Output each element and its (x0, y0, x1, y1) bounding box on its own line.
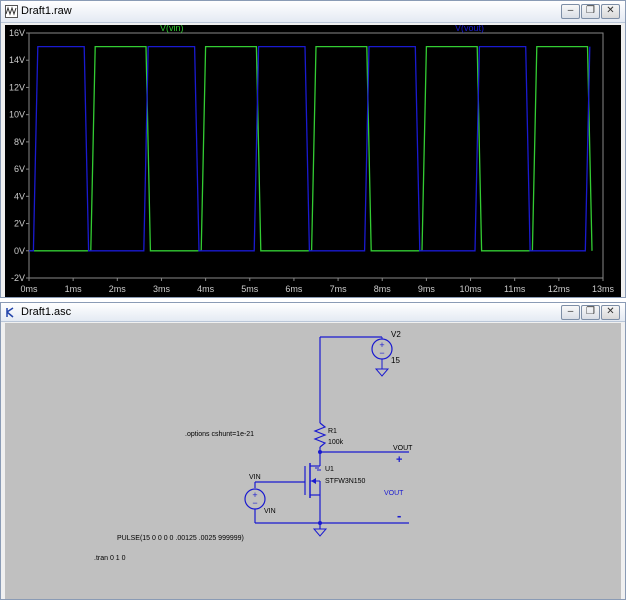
legend-vout[interactable]: V(vout) (455, 23, 484, 33)
restore-button[interactable]: ❐ (581, 305, 600, 320)
close-button[interactable]: ✕ (601, 305, 620, 320)
y-tick-label: -2V (11, 273, 25, 283)
pulse-spec[interactable]: PULSE(15 0 0 0 0 .00125 .0025 999999) (117, 535, 244, 542)
vout-net-label: VOUT (393, 445, 413, 452)
legend-vin[interactable]: V(vin) (160, 23, 184, 33)
vin-gate-label: VIN (249, 474, 261, 481)
waveform-app-icon (5, 5, 18, 18)
y-tick-label: 0V (14, 246, 25, 256)
x-tick-label: 11ms (504, 284, 526, 294)
waveform-window-title: Draft1.raw (21, 5, 72, 17)
y-tick-label: 4V (14, 191, 25, 201)
schematic-drawing[interactable]: + − V2 15 R1 100k VOUT + VOUT (5, 323, 621, 599)
x-tick-label: 8ms (374, 284, 392, 294)
series-line-vin[interactable] (29, 45, 593, 252)
schematic-window-title: Draft1.asc (21, 306, 72, 318)
y-tick-label: 14V (9, 55, 25, 65)
y-tick-label: 12V (9, 82, 25, 92)
x-tick-label: 9ms (418, 284, 436, 294)
minimize-button[interactable]: – (561, 4, 580, 19)
v2-label: V2 (391, 330, 401, 339)
v2-value: 15 (391, 356, 400, 365)
x-tick-label: 4ms (197, 284, 215, 294)
minimize-button[interactable]: – (561, 305, 580, 320)
u1-mosfet[interactable] (304, 463, 321, 523)
schematic-titlebar[interactable]: Draft1.asc – ❐ ✕ (1, 303, 625, 322)
svg-text:−: − (252, 498, 257, 508)
x-tick-label: 7ms (330, 284, 348, 294)
restore-button[interactable]: ❐ (581, 4, 600, 19)
svg-text:−: − (379, 348, 384, 358)
schematic-window: Draft1.asc – ❐ ✕ + − V2 15 R1 100k (0, 302, 626, 600)
svg-text:+: + (379, 340, 384, 350)
x-tick-label: 12ms (548, 284, 571, 294)
series-line-vout[interactable] (29, 45, 591, 252)
x-tick-label: 1ms (65, 284, 83, 294)
x-tick-label: 6ms (285, 284, 303, 294)
waveform-window: Draft1.raw – ❐ ✕ 16V 14V 12V 10V 8V 6V 4V 2V 0V -… (0, 0, 626, 298)
vin-source[interactable]: + − (244, 488, 266, 510)
u1-part-number: STFW3N150 (325, 478, 366, 485)
r1-label: R1 (328, 428, 337, 435)
x-tick-label: 5ms (241, 284, 259, 294)
x-tick-label: 2ms (109, 284, 127, 294)
v2-source[interactable]: + − (371, 338, 393, 360)
vout-text: VOUT (384, 490, 404, 497)
schematic-app-icon (6, 307, 14, 318)
ground-symbol (312, 528, 328, 537)
x-tick-label: 3ms (153, 284, 171, 294)
x-tick-label: 0ms (20, 284, 38, 294)
y-tick-label: 10V (9, 110, 25, 120)
r1-value: 100k (328, 439, 344, 446)
waveform-titlebar[interactable]: Draft1.raw – ❐ ✕ (1, 1, 625, 23)
plot-frame (28, 32, 604, 279)
y-tick-label: 16V (9, 28, 25, 38)
vin-source-label: VIN (264, 508, 276, 515)
y-tick-label: 8V (14, 137, 25, 147)
y-tick-label: 6V (14, 164, 25, 174)
x-tick-label: 10ms (460, 284, 483, 294)
schematic-canvas[interactable]: + − V2 15 R1 100k VOUT + VOUT (5, 323, 621, 599)
u1-label: U1 (325, 466, 334, 473)
r1-resistor[interactable] (313, 422, 327, 448)
options-directive[interactable]: .options cshunt=1e-21 (185, 431, 254, 438)
ground-symbol (374, 368, 390, 377)
tran-directive[interactable]: .tran 0 1 0 (94, 555, 126, 562)
plus-terminal: + (396, 454, 402, 466)
close-button[interactable]: ✕ (601, 4, 620, 19)
x-tick-label: 13ms (592, 284, 615, 294)
minus-terminal: - (397, 508, 401, 523)
y-tick-label: 2V (14, 219, 25, 229)
svg-text:+: + (252, 490, 257, 500)
